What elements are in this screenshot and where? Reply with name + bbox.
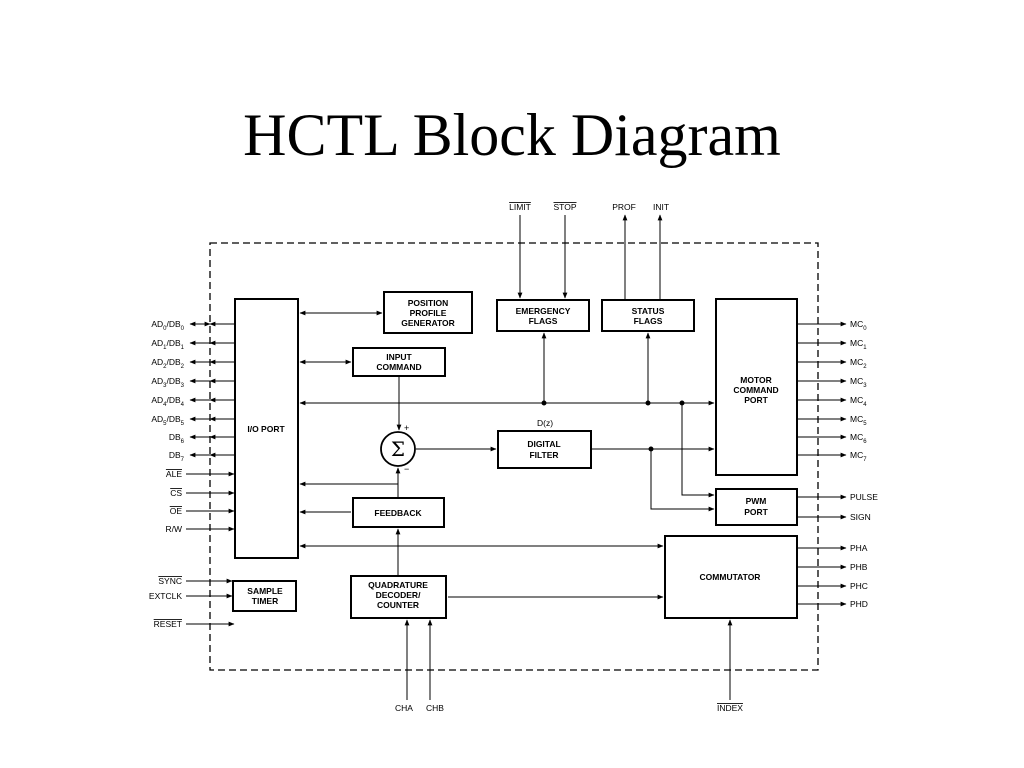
left-bus-labels: AD0/DB0AD1/DB1AD2/DB2AD3/DB3AD4/DB4AD5/D… bbox=[151, 319, 184, 463]
position-profile-generator-label-2: PROFILE bbox=[410, 308, 447, 318]
motor-command-pin-label: MC4 bbox=[850, 395, 867, 408]
quadrature-decoder-label-2: DECODER/ bbox=[376, 590, 422, 600]
emergency-flags-label-1: EMERGENCY bbox=[516, 306, 571, 316]
extclk-signal-label: EXTCLK bbox=[149, 591, 182, 601]
position-profile-generator-label-1: POSITION bbox=[408, 298, 449, 308]
quadrature-decoder-block bbox=[350, 575, 447, 619]
reset-signal-label: RESET bbox=[154, 619, 182, 629]
motor-command-pin-label: MC2 bbox=[850, 357, 867, 370]
limit-signal-label: LIMIT bbox=[509, 202, 531, 212]
motor-command-pin-label: MC5 bbox=[850, 414, 867, 427]
bus-pin-label: DB6 bbox=[169, 432, 185, 445]
oe-signal-label: OE bbox=[170, 506, 183, 516]
motor-command-port-label-1: MOTOR bbox=[740, 375, 771, 385]
sigma-symbol: Σ bbox=[391, 437, 405, 461]
cs-signal-label: CS bbox=[170, 488, 182, 498]
sign-signal-label: SIGN bbox=[850, 512, 871, 522]
position-profile-generator-block bbox=[383, 291, 473, 334]
emergency-flags-block bbox=[496, 299, 590, 332]
commutator-block bbox=[664, 535, 798, 619]
io-port-label: I/O PORT bbox=[247, 424, 285, 434]
digital-filter-label-1: DIGITAL bbox=[527, 439, 560, 449]
status-flags-block bbox=[601, 299, 695, 332]
io-port-block bbox=[234, 298, 299, 559]
motor-command-pin-label: MC0 bbox=[850, 319, 867, 332]
phc-signal-label: PHC bbox=[850, 581, 868, 591]
summing-junction bbox=[380, 431, 416, 467]
bus-pin-label: AD3/DB3 bbox=[151, 376, 184, 389]
motor-command-port-block bbox=[715, 298, 798, 476]
status-flags-label-2: FLAGS bbox=[634, 316, 663, 326]
pwm-port-label-1: PWM bbox=[746, 496, 767, 506]
motor-command-pin-label: MC3 bbox=[850, 376, 867, 389]
bus-pin-label: AD2/DB2 bbox=[151, 357, 184, 370]
commutator-label: COMMUTATOR bbox=[700, 572, 761, 582]
input-command-label-1: INPUT bbox=[386, 352, 412, 362]
stop-signal-label: STOP bbox=[554, 202, 577, 212]
chip-boundary bbox=[209, 242, 819, 671]
ale-signal-label: ALE bbox=[166, 469, 182, 479]
motor-command-port-label-2: COMMAND bbox=[733, 385, 778, 395]
status-flags-label-1: STATUS bbox=[632, 306, 665, 316]
bus-pin-label: AD0/DB0 bbox=[151, 319, 184, 332]
pwm-port-label-2: PORT bbox=[744, 507, 768, 517]
index-signal-label: INDEX bbox=[717, 703, 743, 713]
sync-signal-label: SYNC bbox=[158, 576, 182, 586]
position-profile-generator-label-3: GENERATOR bbox=[401, 318, 455, 328]
digital-filter-label-2: FILTER bbox=[529, 450, 558, 460]
motor-command-pin-label: MC1 bbox=[850, 338, 867, 351]
bus-pin-label: AD5/DB5 bbox=[151, 414, 184, 427]
pha-signal-label: PHA bbox=[850, 543, 868, 553]
init-signal-label: INIT bbox=[653, 202, 669, 212]
quadrature-decoder-label-1: QUADRATURE bbox=[368, 580, 428, 590]
feedback-label: FEEDBACK bbox=[374, 508, 422, 518]
sample-timer-label-1: SAMPLE bbox=[247, 586, 283, 596]
cha-signal-label: CHA bbox=[395, 703, 413, 713]
pwm-port-block bbox=[715, 488, 798, 526]
bus-pin-label: DB7 bbox=[169, 450, 185, 463]
sample-timer-label-2: TIMER bbox=[252, 596, 278, 606]
input-command-block bbox=[352, 347, 446, 377]
sum-minus-sign: − bbox=[404, 464, 409, 474]
prof-signal-label: PROF bbox=[612, 202, 636, 212]
chb-signal-label: CHB bbox=[426, 703, 444, 713]
feedback-block bbox=[352, 497, 445, 528]
pulse-signal-label: PULSE bbox=[850, 492, 878, 502]
emergency-flags-label-2: FLAGS bbox=[529, 316, 558, 326]
motor-command-port-label-3: PORT bbox=[744, 395, 768, 405]
phd-signal-label: PHD bbox=[850, 599, 868, 609]
quadrature-decoder-label-3: COUNTER bbox=[377, 600, 419, 610]
sample-timer-block bbox=[232, 580, 297, 612]
bus-pin-label: AD4/DB4 bbox=[151, 395, 184, 408]
digital-filter-block bbox=[497, 430, 592, 469]
phb-signal-label: PHB bbox=[850, 562, 868, 572]
digital-filter-dz-label: D(z) bbox=[537, 418, 553, 428]
rw-signal-label: R/W bbox=[165, 524, 182, 534]
slide-title: HCTL Block Diagram bbox=[243, 102, 781, 168]
input-command-label-2: COMMAND bbox=[376, 362, 421, 372]
motor-command-pin-label: MC6 bbox=[850, 432, 867, 445]
motor-command-pin-label: MC7 bbox=[850, 450, 867, 463]
bus-pin-label: AD1/DB1 bbox=[151, 338, 184, 351]
sum-plus-sign: + bbox=[404, 423, 409, 433]
